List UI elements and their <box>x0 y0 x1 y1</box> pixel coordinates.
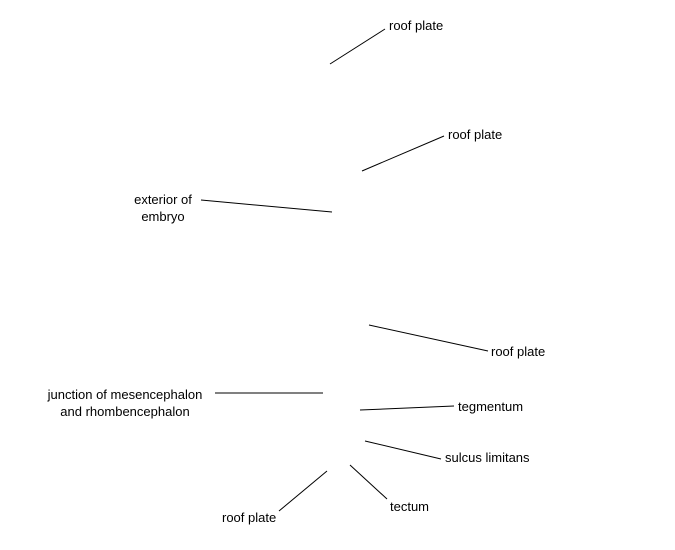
label-exterior-line-1: exterior of <box>134 192 192 207</box>
leader-line-tegmentum <box>359 405 455 411</box>
label-sulcus-limitans: sulcus limitans <box>445 450 530 465</box>
leader-line-roof-plate-4 <box>278 470 328 512</box>
label-exterior-line-2: embryo <box>141 209 185 224</box>
leader-line-sulcus-limitans <box>364 440 442 460</box>
label-exterior-of-embryo: exterior of embryo <box>131 191 195 225</box>
leader-line-roof-plate-3 <box>368 324 489 352</box>
label-tegmentum: tegmentum <box>458 399 524 414</box>
label-roof-plate-4: roof plate <box>222 510 277 525</box>
leader-line-roof-plate-2 <box>361 135 445 172</box>
label-junction-line-1: junction of mesencephalon <box>47 387 203 402</box>
leader-line-exterior-of-embryo <box>200 199 333 213</box>
label-roof-plate-1: roof plate <box>389 18 444 33</box>
leader-line-tectum <box>349 464 388 500</box>
leader-line-roof-plate-1 <box>329 28 386 65</box>
label-roof-plate-3: roof plate <box>491 344 546 359</box>
label-tectum: tectum <box>390 499 430 514</box>
label-junction-line-2: and rhombencephalon <box>60 404 190 419</box>
label-junction: junction of mesencephalon and rhombencep… <box>36 386 214 420</box>
label-roof-plate-2: roof plate <box>448 127 503 142</box>
